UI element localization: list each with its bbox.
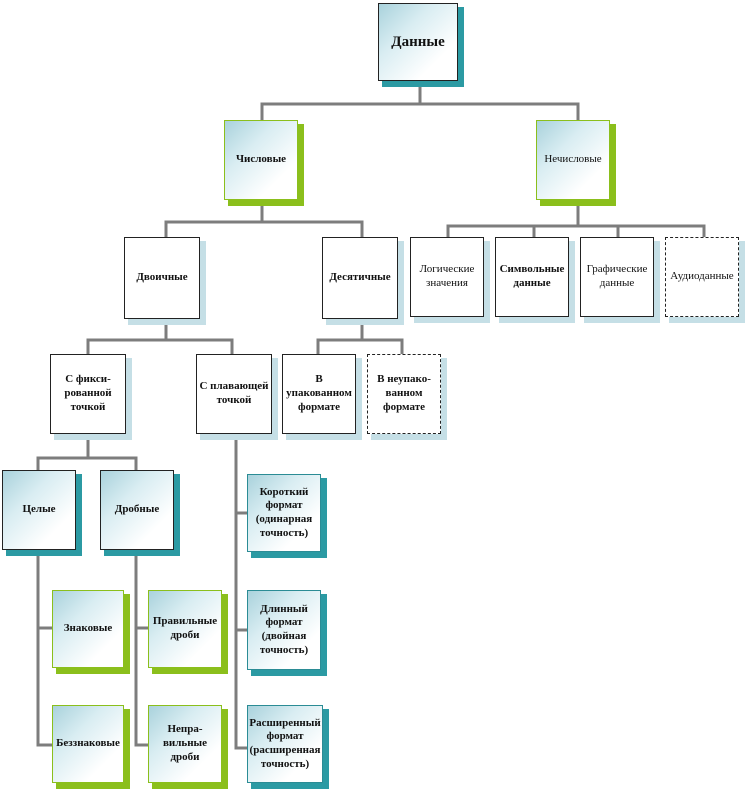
node-integers-label: Целые	[2, 470, 76, 550]
node-packed-label: В упакованном формате	[282, 354, 356, 434]
node-symbolic: Символьные данные	[495, 237, 575, 323]
edge-binary-floating	[166, 338, 234, 355]
node-long-label: Длинный формат (двойная точность)	[247, 590, 321, 670]
node-nonnumeric: Нечисловые	[536, 120, 616, 206]
node-extended: Расширенный формат (расширенная точность…	[247, 705, 329, 789]
node-logical: Логические значения	[410, 237, 490, 323]
node-unsigned-label: Беззнаковые	[52, 705, 124, 783]
node-root-label: Данные	[378, 3, 458, 81]
node-numeric: Числовые	[224, 120, 304, 206]
node-graphic-label: Графические данные	[580, 237, 654, 317]
node-symbolic-label: Символьные данные	[495, 237, 569, 317]
node-proper: Правильные дроби	[148, 590, 228, 674]
edge-fixed	[36, 433, 90, 470]
node-logical-label: Логические значения	[410, 237, 484, 317]
node-floating-label: С плавающей точкой	[196, 354, 272, 434]
node-long: Длинный формат (двойная точность)	[247, 590, 327, 676]
edge-fixed-fractions	[88, 456, 138, 470]
node-binary: Двоичные	[124, 237, 206, 325]
edge-root-nonnumeric	[420, 102, 580, 122]
edge-decimal-unpacked	[362, 338, 404, 355]
node-nonnumeric-label: Нечисловые	[536, 120, 610, 200]
node-numeric-label: Числовые	[224, 120, 298, 200]
node-decimal: Десятичные	[322, 237, 404, 325]
node-signed: Знаковые	[52, 590, 130, 674]
edge-numeric-decimal	[262, 220, 364, 238]
node-graphic: Графические данные	[580, 237, 660, 323]
node-short-label: Короткий формат (одинарная точность)	[247, 474, 321, 552]
node-integers: Целые	[2, 470, 82, 556]
node-decimal-label: Десятичные	[322, 237, 398, 319]
node-audio-label: Аудиоданные	[665, 237, 739, 317]
node-improper: Непра-вильные дроби	[148, 705, 228, 789]
node-binary-label: Двоичные	[124, 237, 200, 319]
edge-binary	[86, 318, 168, 355]
edge-fractions	[134, 550, 148, 747]
node-signed-label: Знаковые	[52, 590, 124, 668]
node-short: Короткий формат (одинарная точность)	[247, 474, 327, 558]
edge-decimal	[316, 318, 364, 355]
node-proper-label: Правильные дроби	[148, 590, 222, 668]
edge-floating	[234, 433, 248, 750]
edge-integers	[36, 550, 52, 747]
edge-numeric	[164, 200, 264, 238]
node-fixed-label: С фикси-рованной точкой	[50, 354, 126, 434]
node-fixed: С фикси-рованной точкой	[50, 354, 132, 440]
node-root: Данные	[378, 3, 464, 87]
node-audio: Аудиоданные	[665, 237, 745, 323]
node-improper-label: Непра-вильные дроби	[148, 705, 222, 783]
node-fractions-label: Дробные	[100, 470, 174, 550]
edge-root	[260, 80, 422, 122]
node-unpacked: В неупако-ванном формате	[367, 354, 447, 440]
node-unsigned: Беззнаковые	[52, 705, 130, 789]
node-extended-label: Расширенный формат (расширенная точность…	[247, 705, 323, 783]
node-unpacked-label: В неупако-ванном формате	[367, 354, 441, 434]
node-packed: В упакованном формате	[282, 354, 362, 440]
node-fractions: Дробные	[100, 470, 180, 556]
node-floating: С плавающей точкой	[196, 354, 278, 440]
